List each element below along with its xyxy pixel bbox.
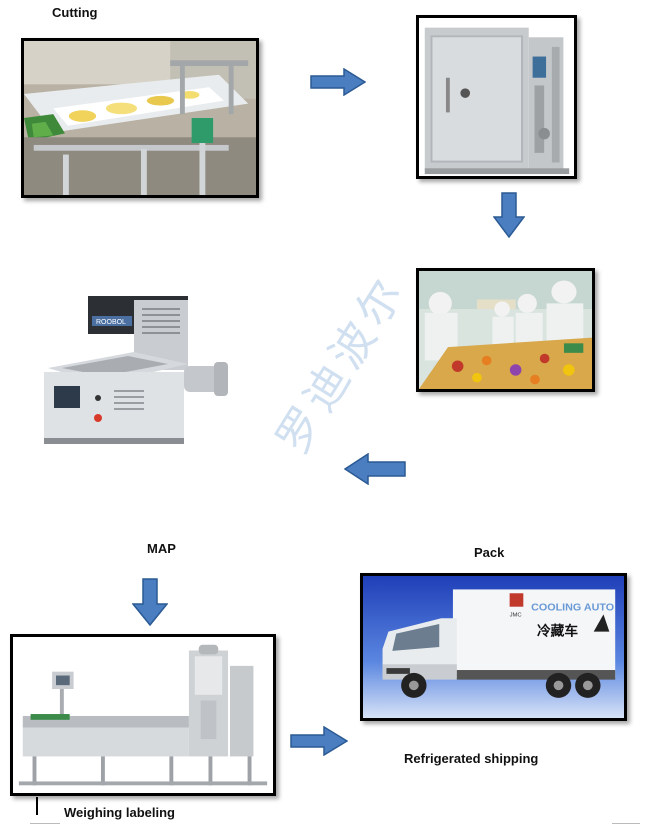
label-map: MAP	[147, 541, 176, 556]
photo-weighing-line	[10, 634, 276, 796]
watermark-text: 罗迪波尔	[267, 266, 417, 463]
label-pack: Pack	[474, 545, 505, 560]
text-cursor	[36, 797, 38, 815]
photo-packing-workers	[416, 268, 595, 392]
footer-rule-left	[30, 823, 60, 824]
label-refrigerated-shipping: Refrigerated shipping	[404, 751, 539, 766]
photo-vacuum-cooler	[416, 15, 577, 179]
machine-brand-text: ROOBOL	[96, 319, 126, 326]
arrow-down-left	[132, 578, 168, 626]
arrow-right-bottom	[290, 726, 348, 756]
photo-refrigerated-truck: COOLING AUTO 冷藏车 JMC	[360, 573, 627, 721]
arrow-left-middle	[344, 453, 406, 485]
arrow-down-right	[493, 192, 525, 238]
footer-rule-right	[612, 823, 640, 824]
truck-brand-text: COOLING AUTO	[531, 602, 614, 614]
label-cutting: Cutting	[52, 5, 98, 20]
photo-cutting-line	[21, 38, 259, 198]
truck-cn-text: 冷藏车	[537, 623, 578, 640]
arrow-right-top	[310, 68, 366, 96]
photo-map-tray-sealer: ROOBOL	[38, 290, 234, 448]
label-weighing-labeling: Weighing labeling	[64, 805, 175, 820]
truck-maker-text: JMC	[510, 612, 522, 618]
